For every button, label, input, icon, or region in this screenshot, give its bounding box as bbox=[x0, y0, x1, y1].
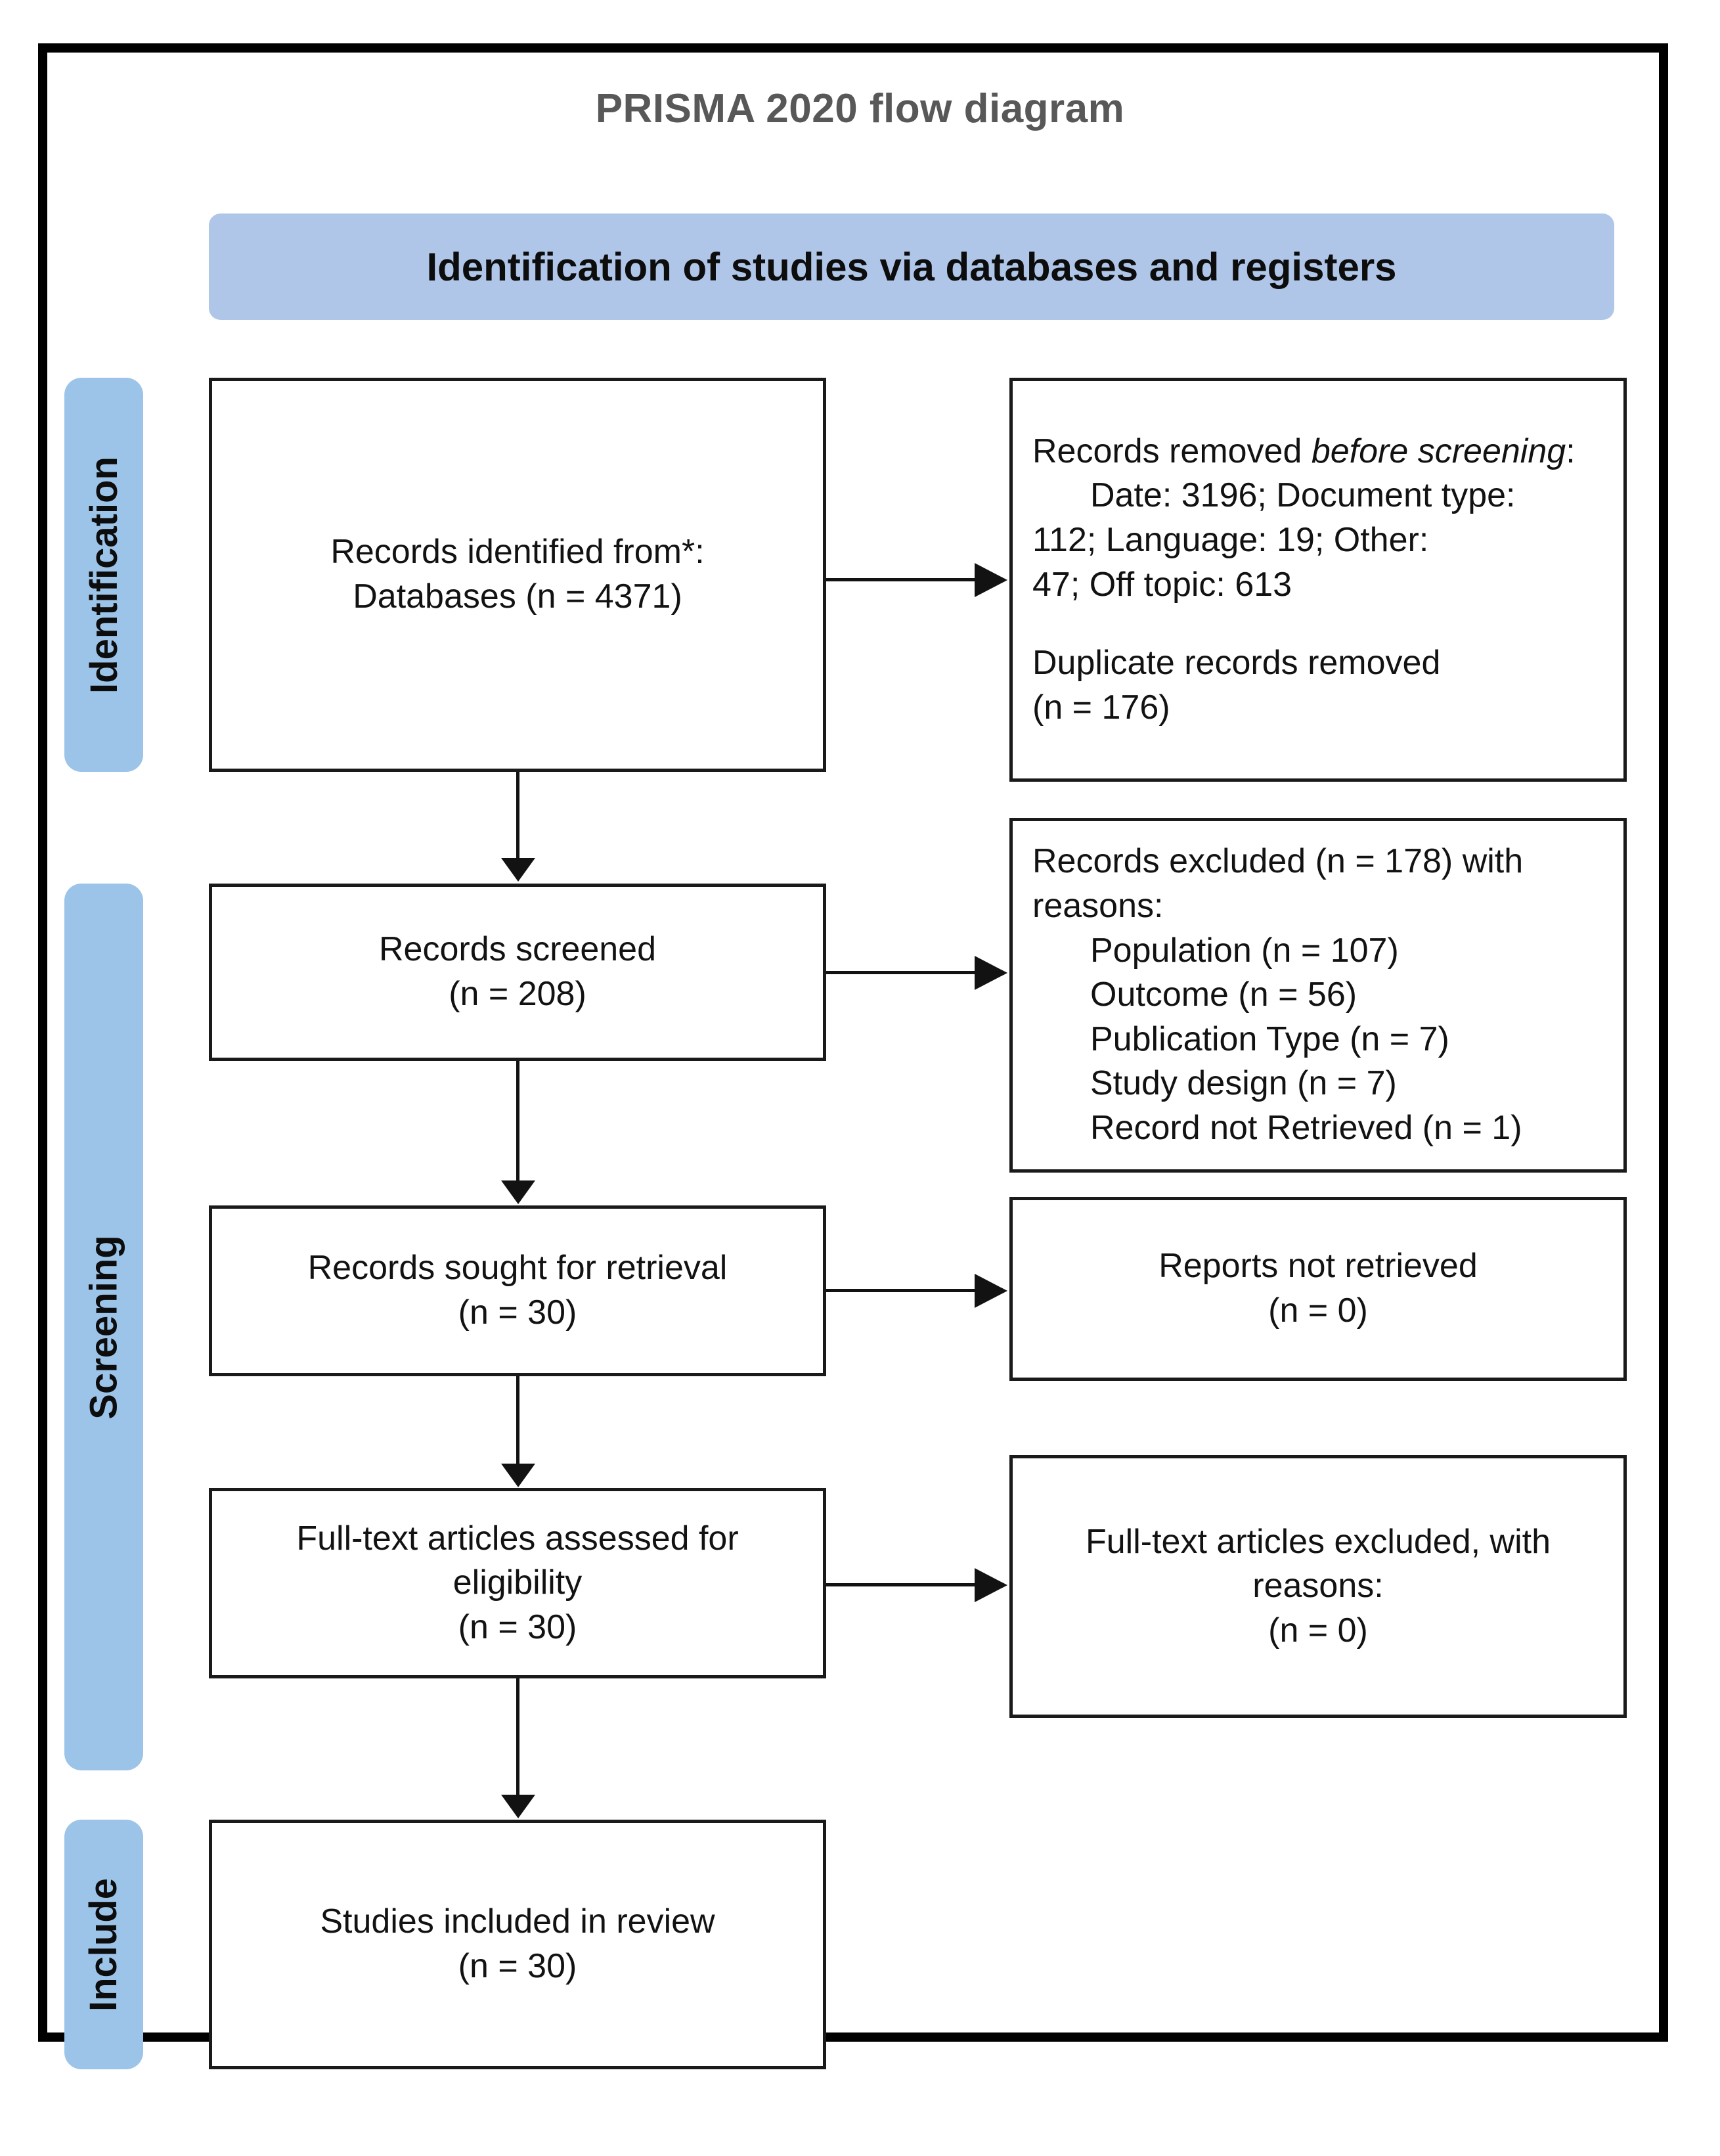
fulltext-assessed-line2: eligibility bbox=[452, 1563, 583, 1602]
records-screened-line2: (n = 208) bbox=[449, 975, 586, 1013]
records-sought-line1: Records sought for retrieval bbox=[307, 1249, 728, 1288]
arrow-right-to-excluded bbox=[975, 956, 1007, 990]
fulltext-excluded-line3: (n = 0) bbox=[1268, 1611, 1368, 1650]
connector-identified-to-screened bbox=[516, 772, 519, 860]
removed-heading-prefix: Records removed bbox=[1032, 432, 1312, 470]
excluded-heading-1: Records excluded (n = 178) with bbox=[1032, 842, 1524, 881]
records-screened-line1: Records screened bbox=[379, 930, 656, 969]
removed-detail-1: Date: 3196; Document type: bbox=[1090, 476, 1516, 515]
phase-tab-identification: Identification bbox=[64, 378, 143, 772]
arrow-right-to-removed bbox=[975, 563, 1007, 597]
connector-sought-to-notretrieved bbox=[826, 1289, 979, 1292]
arrow-right-to-fulltext-excluded bbox=[975, 1568, 1007, 1602]
box-records-sought: Records sought for retrieval (n = 30) bbox=[209, 1205, 826, 1376]
records-sought-line2: (n = 30) bbox=[458, 1293, 577, 1332]
records-identified-line2: Databases (n = 4371) bbox=[353, 577, 682, 616]
removed-heading-italic: before screening bbox=[1311, 432, 1566, 470]
excluded-reason-3: Study design (n = 7) bbox=[1090, 1064, 1397, 1103]
duplicate-removed-line2: (n = 176) bbox=[1032, 688, 1170, 727]
connector-fulltext-to-excluded bbox=[826, 1583, 979, 1586]
section-banner: Identification of studies via databases … bbox=[209, 213, 1614, 320]
connector-screened-to-sought bbox=[516, 1061, 519, 1182]
fulltext-excluded-line2: reasons: bbox=[1252, 1567, 1384, 1606]
excluded-reason-1: Outcome (n = 56) bbox=[1090, 976, 1357, 1014]
arrow-down-to-fulltext bbox=[501, 1464, 535, 1487]
section-banner-label: Identification of studies via databases … bbox=[426, 244, 1397, 289]
phase-tab-include: Include bbox=[64, 1820, 143, 2069]
box-records-excluded: Records excluded (n = 178) with reasons:… bbox=[1009, 818, 1627, 1173]
removed-heading-suffix: : bbox=[1566, 432, 1576, 470]
excluded-heading-2: reasons: bbox=[1032, 887, 1164, 926]
box-fulltext-excluded: Full-text articles excluded, with reason… bbox=[1009, 1455, 1627, 1718]
box-reports-not-retrieved: Reports not retrieved (n = 0) bbox=[1009, 1197, 1627, 1381]
excluded-reason-2: Publication Type (n = 7) bbox=[1090, 1020, 1449, 1058]
phase-tab-include-label: Include bbox=[82, 1877, 125, 2011]
page-title: PRISMA 2020 flow diagram bbox=[595, 86, 1125, 131]
removed-detail-2: 112; Language: 19; Other: bbox=[1032, 520, 1429, 559]
arrow-down-to-sought bbox=[501, 1180, 535, 1204]
box-studies-included: Studies included in review (n = 30) bbox=[209, 1820, 826, 2069]
connector-fulltext-to-included bbox=[516, 1678, 519, 1795]
fulltext-excluded-line1: Full-text articles excluded, with bbox=[1085, 1522, 1551, 1561]
records-identified-line1: Records identified from*: bbox=[330, 533, 705, 572]
duplicate-removed-line1: Duplicate records removed bbox=[1032, 644, 1441, 683]
arrow-down-to-included bbox=[501, 1795, 535, 1818]
arrow-right-to-notretrieved bbox=[975, 1274, 1007, 1308]
excluded-reason-0: Population (n = 107) bbox=[1090, 931, 1399, 970]
arrow-down-to-screened bbox=[501, 858, 535, 882]
box-records-identified: Records identified from*: Databases (n =… bbox=[209, 378, 826, 772]
studies-included-line2: (n = 30) bbox=[458, 1947, 577, 1985]
excluded-reason-4: Record not Retrieved (n = 1) bbox=[1090, 1108, 1522, 1147]
phase-tab-screening-label: Screening bbox=[82, 1234, 125, 1420]
fulltext-assessed-line1: Full-text articles assessed for bbox=[296, 1519, 739, 1558]
box-records-screened: Records screened (n = 208) bbox=[209, 884, 826, 1061]
connector-sought-to-fulltext bbox=[516, 1376, 519, 1464]
box-records-removed-before-screening: Records removed before screening: Date: … bbox=[1009, 378, 1627, 782]
phase-tab-screening: Screening bbox=[64, 884, 143, 1770]
phase-tab-identification-label: Identification bbox=[82, 456, 125, 694]
removed-detail-3: 47; Off topic: 613 bbox=[1032, 565, 1292, 604]
not-retrieved-line2: (n = 0) bbox=[1268, 1291, 1368, 1330]
connector-screened-to-excluded bbox=[826, 971, 979, 974]
removed-spacer bbox=[1032, 607, 1604, 641]
fulltext-assessed-line3: (n = 30) bbox=[458, 1607, 577, 1646]
box-fulltext-assessed: Full-text articles assessed for eligibil… bbox=[209, 1488, 826, 1678]
connector-identified-to-removed bbox=[826, 578, 979, 581]
not-retrieved-line1: Reports not retrieved bbox=[1158, 1247, 1478, 1286]
studies-included-line1: Studies included in review bbox=[320, 1902, 715, 1941]
